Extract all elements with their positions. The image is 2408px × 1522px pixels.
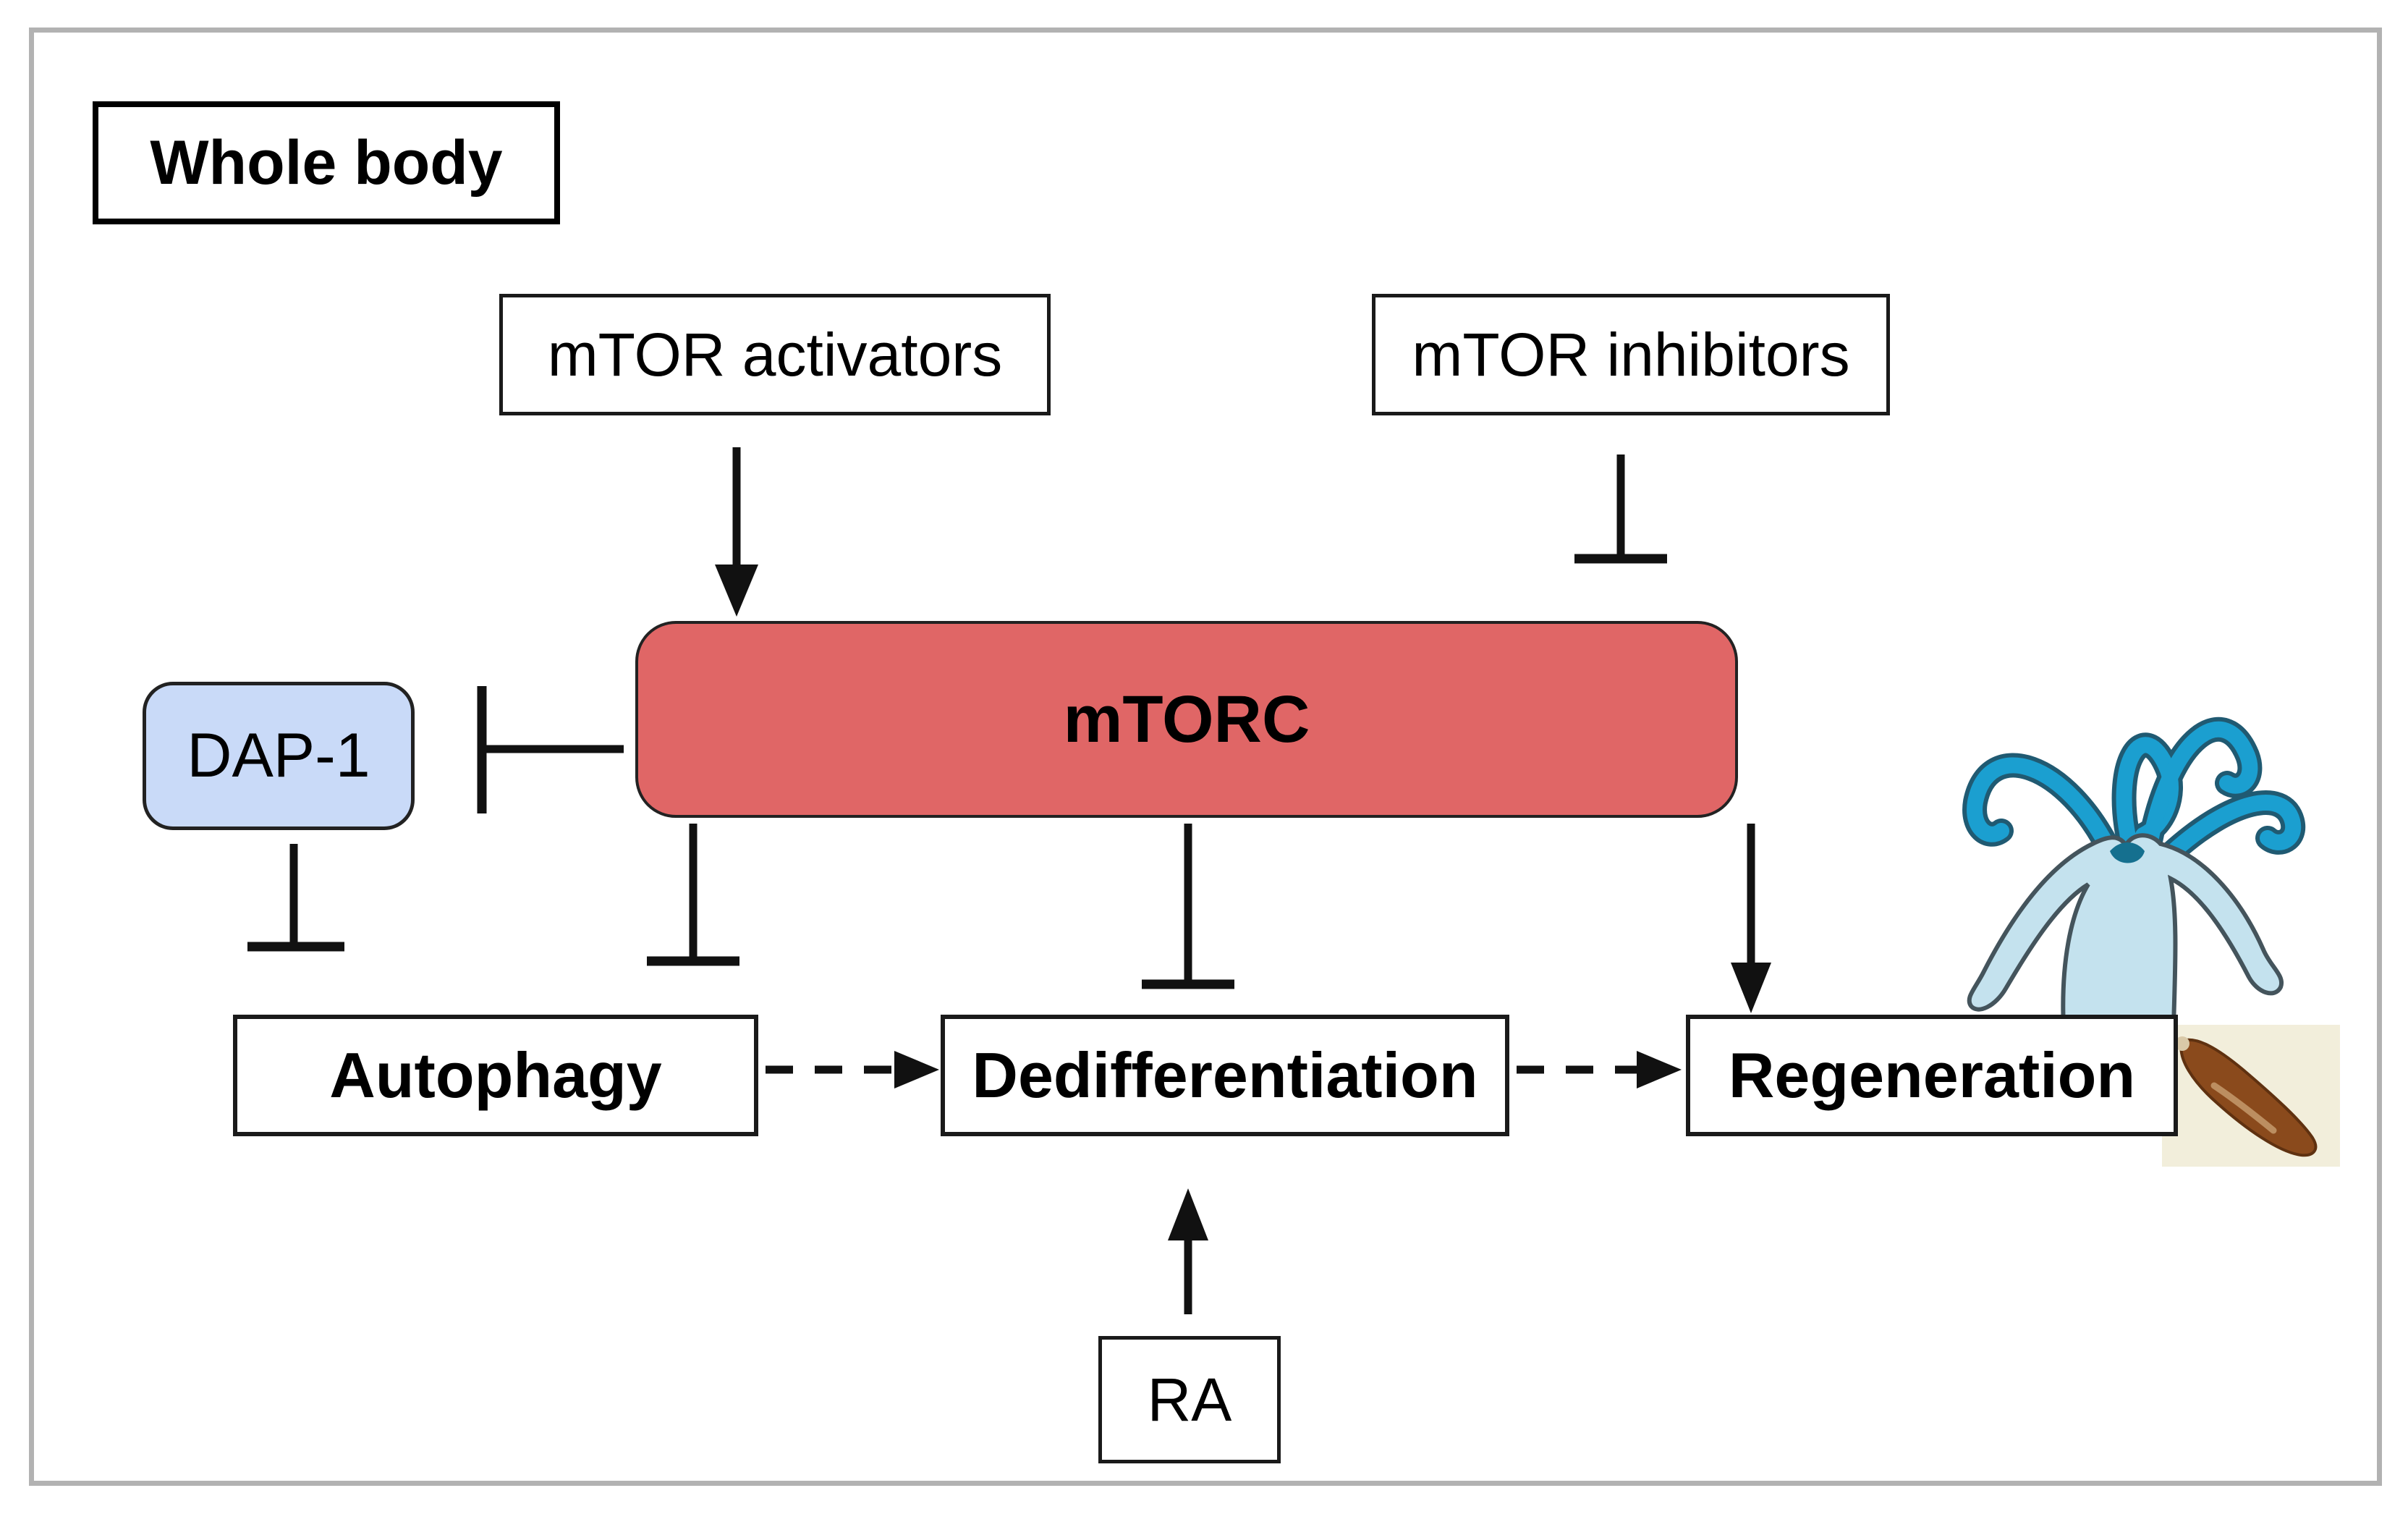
edge-mtorc-dedifferentiation	[1142, 824, 1234, 989]
edge-ra-dedifferentiation	[1168, 1188, 1208, 1314]
edge-inhibitors-mtorc	[1574, 455, 1667, 564]
planarian-worm-photo	[2162, 1025, 2340, 1167]
regeneration-box: Regeneration	[1686, 1015, 2178, 1136]
ra-box: RA	[1098, 1336, 1281, 1463]
edge-activators-mtorc	[715, 447, 758, 617]
whole-body-label-box: Whole body	[93, 101, 560, 224]
edges: Dedifferentiation (dashed arrow) --> Reg…	[247, 447, 1771, 1314]
worm-body	[2179, 1038, 2318, 1157]
edge-autophagy-dedifferentiation	[766, 1051, 939, 1088]
regeneration-label: Regeneration	[1728, 1039, 2136, 1111]
dedifferentiation-box: Dedifferentiation	[941, 1015, 1509, 1136]
autophagy-box: Autophagy	[233, 1015, 758, 1136]
edge-dap1-autophagy	[247, 844, 344, 952]
whole-body-label: Whole body	[150, 127, 503, 198]
edge-dedifferentiation-regeneration	[1517, 1051, 1682, 1088]
hydra-tentacles	[1967, 721, 2302, 862]
dap1-box: DAP-1	[143, 682, 415, 830]
worm-tail-tip	[2175, 1036, 2189, 1051]
dap1-label: DAP-1	[187, 721, 370, 790]
mtor-activators-box: mTOR activators	[499, 294, 1051, 415]
autophagy-label: Autophagy	[329, 1039, 662, 1111]
hydra-illustration	[1962, 716, 2306, 1030]
mtorc-label: mTORC	[1063, 682, 1310, 756]
ra-label: RA	[1147, 1365, 1232, 1434]
mtor-inhibitors-box: mTOR inhibitors	[1372, 294, 1890, 415]
mtor-inhibitors-label: mTOR inhibitors	[1412, 320, 1850, 389]
edge-mtorc-regeneration	[1731, 824, 1771, 1013]
hydra-body	[1967, 833, 2284, 1030]
worm-highlight	[2210, 1082, 2277, 1134]
mtor-activators-label: mTOR activators	[547, 320, 1003, 389]
edge-mtorc-autophagy	[647, 824, 739, 966]
mtorc-box: mTORC	[635, 621, 1738, 818]
hydra-mouth	[2110, 842, 2145, 863]
edge-mtorc-dap1	[477, 686, 624, 813]
dedifferentiation-label: Dedifferentiation	[972, 1039, 1478, 1111]
